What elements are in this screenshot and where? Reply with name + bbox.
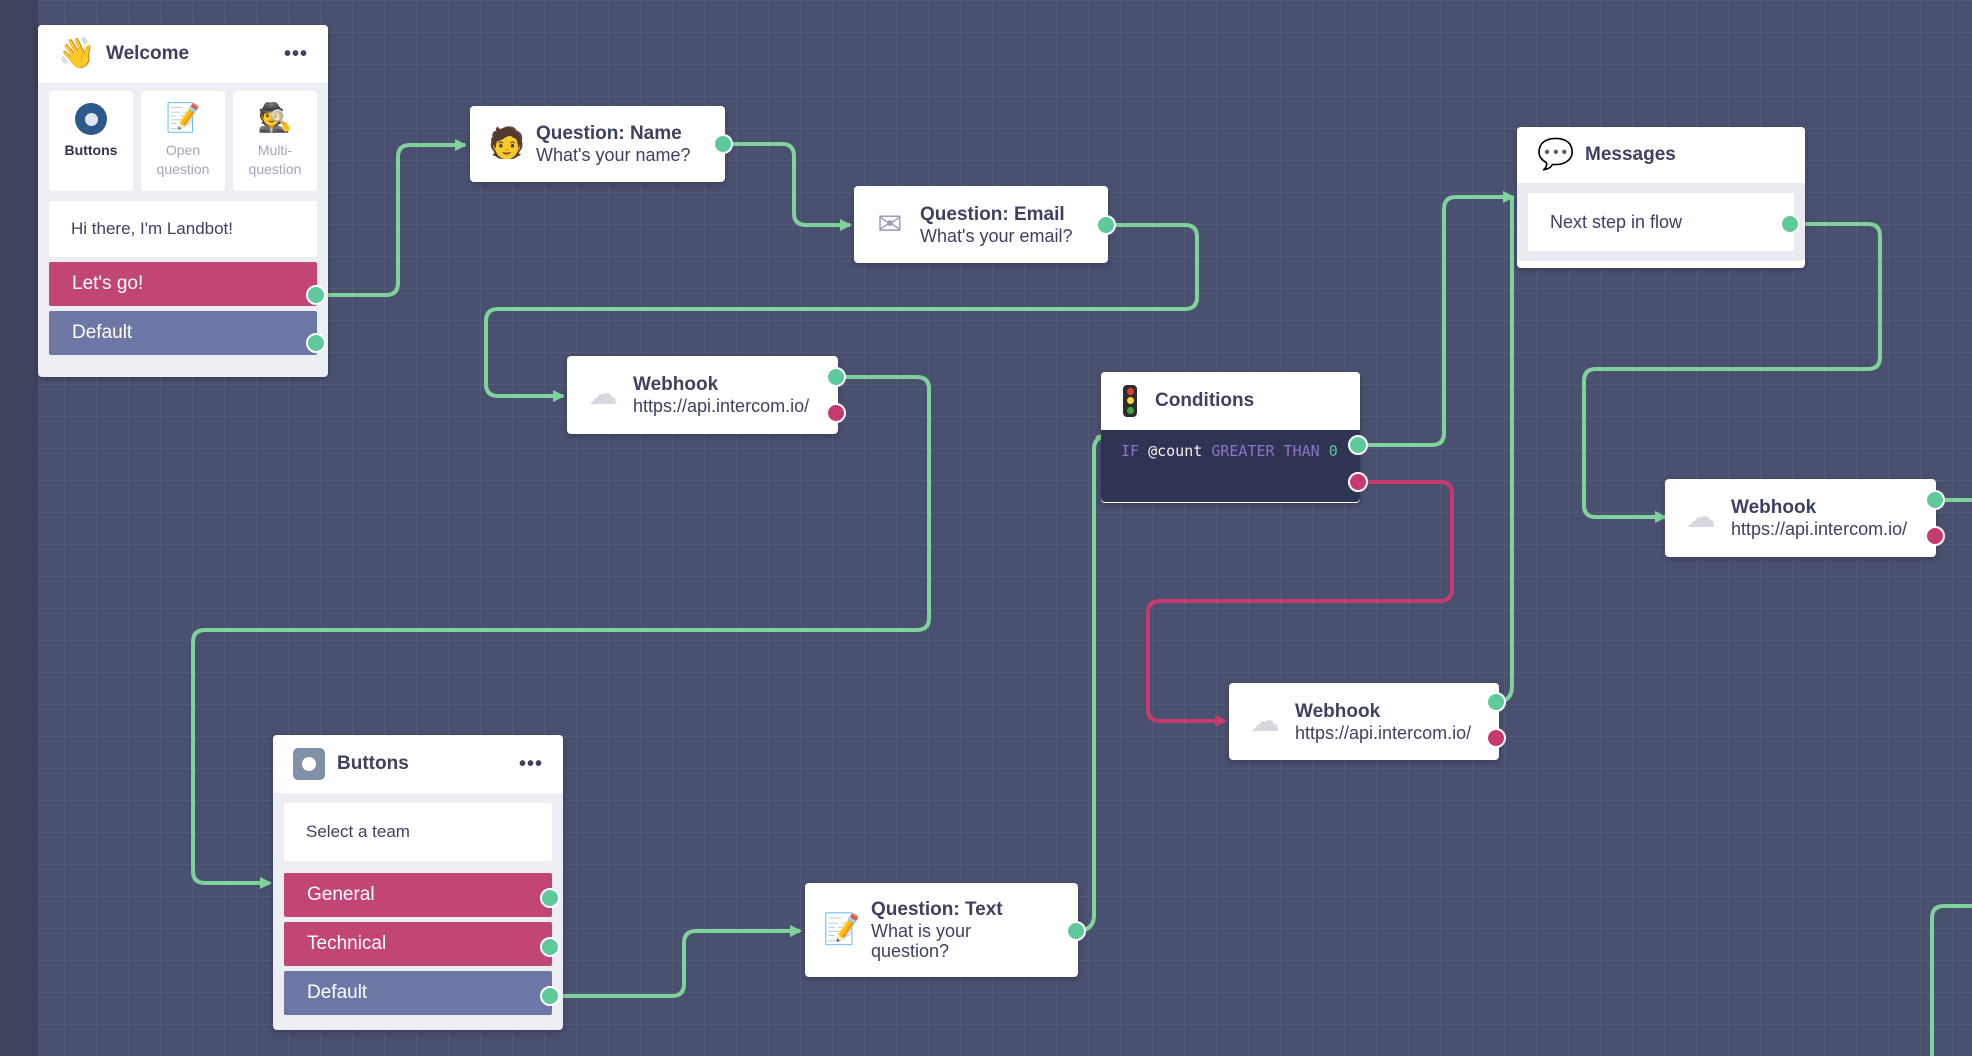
left-rail [0,0,38,1056]
output-port-name[interactable] [713,134,733,154]
buttons-header: Buttons ••• [273,735,563,793]
general-button[interactable]: General [284,873,552,917]
condition-value: 0 [1328,442,1338,460]
wire-email-to-webhook1 [484,223,1199,402]
conditions-node[interactable]: Conditions IF @count GREATER THAN 0 [1101,372,1360,503]
cloud-icon: ☁ [1250,704,1280,738]
memo-icon: 📝 [823,913,861,946]
condition-if: IF [1121,442,1140,460]
messages-node[interactable]: 💬 Messages Next step in flow [1517,127,1805,268]
node-title: Webhook [1295,700,1381,722]
node-title: Webhook [1731,497,1817,518]
memo-icon: 📝 [165,102,201,133]
wire-conditions-to-messages [1358,191,1515,447]
webhook-node-1[interactable]: ☁ Webhook https://api.intercom.io/ [567,356,838,434]
lets-go-button[interactable]: Let's go! [49,262,317,306]
node-subtitle-line1: What is your [871,921,972,941]
buttons-message[interactable]: Select a team [284,803,552,861]
welcome-title: Welcome [106,43,190,64]
node-title: Buttons [337,753,409,774]
node-title: Question: Name [536,123,682,144]
output-port-conditions-false[interactable] [1348,472,1368,492]
tab-open-question[interactable]: 📝 Open question [141,91,225,191]
node-title: Webhook [633,374,719,395]
more-options-icon[interactable]: ••• [283,42,308,65]
wire-webhook1-to-buttons [191,375,931,889]
output-port-webhook3-success[interactable] [1486,692,1506,712]
buttons-icon [293,748,325,780]
tab-label: Open question [156,142,210,177]
output-port-webhook2-success[interactable] [1925,490,1945,510]
radio-button-icon [75,103,107,135]
output-port-messages[interactable] [1780,214,1800,234]
output-port-lets-go[interactable] [306,285,326,305]
welcome-message[interactable]: Hi there, I'm Landbot! [49,201,317,257]
output-port-webhook3-failure[interactable] [1486,728,1506,748]
output-port-webhook2-failure[interactable] [1925,526,1945,546]
speech-bubble-icon: 💬 [1537,138,1575,171]
welcome-block[interactable]: 👋 Welcome ••• Buttons 📝 Open question 🕵 … [38,25,328,377]
webhook-node-2[interactable]: ☁ Webhook https://api.intercom.io/ [1665,479,1936,557]
wire-questiontext-to-conditions [1075,431,1108,933]
spy-icon: 🕵 [257,102,293,133]
cloud-icon: ☁ [1686,501,1716,534]
output-port-default[interactable] [306,333,326,353]
webhook-node-3[interactable]: ☁ Webhook https://api.intercom.io/ [1229,683,1499,760]
wire-webhook3-to-messages [1495,197,1514,704]
wire-offscreen-bottom-right [1930,904,1972,1056]
webhook-url: https://api.intercom.io/ [1295,722,1472,743]
node-subtitle: What's your email? [920,225,1073,246]
condition-operator: GREATER THAN [1211,442,1320,460]
default-button[interactable]: Default [284,971,552,1015]
question-type-tabs: Buttons 📝 Open question 🕵 Multi-question [38,83,328,191]
webhook-url: https://api.intercom.io/ [633,396,810,416]
output-port-technical[interactable] [540,937,560,957]
question-email-node[interactable]: ✉ Question: Email What's your email? [854,186,1108,263]
messages-header: 💬 Messages [1517,127,1805,183]
question-name-node[interactable]: 🧑 Question: Name What's your name? [470,106,725,182]
wire-messages-to-webhook2 [1582,222,1882,523]
output-port-question-text[interactable] [1066,921,1086,941]
node-title: Question: Text [871,899,1003,920]
node-title: Conditions [1155,390,1255,411]
node-title: Question: Email [920,203,1065,225]
node-title: Messages [1585,144,1676,165]
tab-label: Buttons [64,142,118,158]
person-icon: 🧑 [488,127,526,160]
traffic-light-icon [1123,385,1137,417]
wire-conditions-false-to-webhook3 [1146,480,1454,727]
technical-button[interactable]: Technical [284,922,552,966]
node-subtitle: What's your name? [536,145,691,165]
buttons-block[interactable]: Buttons ••• Select a team General Techni… [273,735,563,1030]
messages-body: Next step in flow [1517,183,1805,261]
output-port-default[interactable] [540,986,560,1006]
welcome-header: 👋 Welcome ••• [38,25,328,83]
condition-variable: @count [1148,442,1203,460]
output-port-general[interactable] [540,888,560,908]
node-subtitle-line2: question? [871,941,950,961]
waving-hand-icon: 👋 [58,37,96,70]
cloud-icon: ☁ [588,378,618,411]
more-options-icon[interactable]: ••• [518,752,543,775]
conditions-header: Conditions [1101,372,1360,430]
condition-expression[interactable]: IF @count GREATER THAN 0 [1101,430,1360,502]
output-port-webhook1-success[interactable] [826,367,846,387]
envelope-icon: ✉ [877,207,903,241]
webhook-url: https://api.intercom.io/ [1731,519,1908,539]
message-line[interactable]: Next step in flow [1528,193,1794,251]
output-port-webhook1-failure[interactable] [826,403,846,423]
output-port-conditions-true[interactable] [1348,435,1368,455]
default-button[interactable]: Default [49,311,317,355]
question-text-node[interactable]: 📝 Question: Text What is your question? [805,883,1078,977]
wire-letsgo-to-name [316,139,467,297]
wire-name-to-email [723,142,852,231]
tab-multi-question[interactable]: 🕵 Multi-question [233,91,317,191]
output-port-email[interactable] [1096,215,1116,235]
tab-label: Multi-question [248,142,302,177]
wire-default-to-questiontext [550,925,802,998]
tab-buttons[interactable]: Buttons [49,91,133,191]
